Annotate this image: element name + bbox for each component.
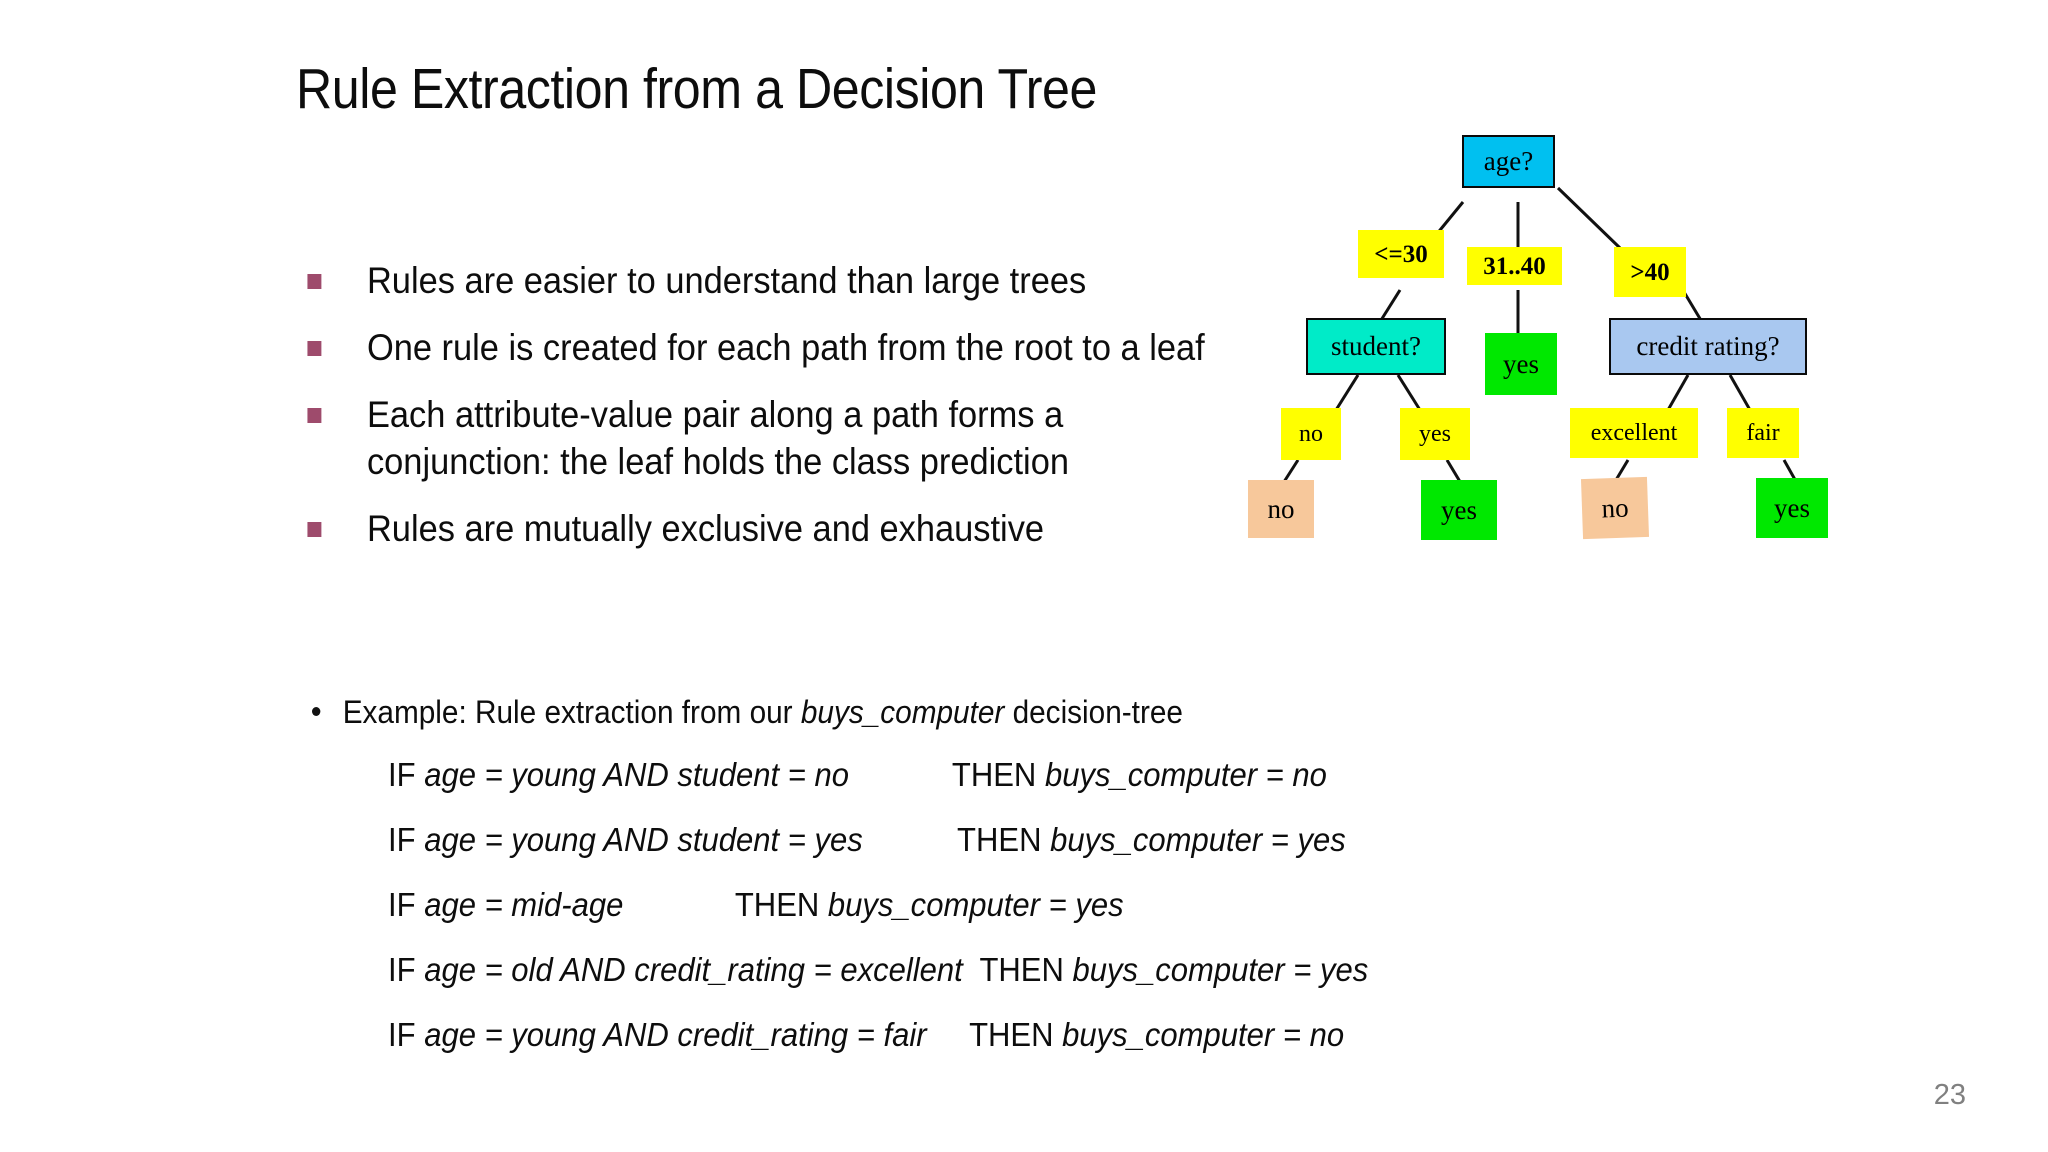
page-title: Rule Extraction from a Decision Tree — [296, 57, 1097, 121]
bullet-text: One rule is created for each path from t… — [366, 326, 1205, 368]
tree-leaf-yes-student-yes: yes — [1421, 480, 1497, 540]
square-bullet-icon — [307, 340, 322, 356]
tree-leaf-yes-midage: yes — [1485, 333, 1557, 395]
tree-node-age: age? — [1462, 135, 1555, 188]
tree-leaf-no-student-no: no — [1248, 480, 1314, 538]
tree-edge-label-text: excellent — [1590, 420, 1678, 446]
tree-node-label: age? — [1483, 146, 1534, 176]
bullet-list: Rules are easier to understand than larg… — [300, 258, 1310, 573]
rule-gap — [623, 886, 734, 923]
rule-antecedent: age = old AND credit_rating = excellent — [424, 951, 963, 988]
decision-tree-diagram: age? <=30 31..40 >40 student? yes credit… — [1240, 120, 1880, 540]
page-number: 23 — [1933, 1079, 1966, 1111]
tree-leaf-label: yes — [1774, 492, 1810, 523]
rule-consequent: buys_computer = no — [1044, 756, 1327, 793]
bullet-text: Rules are easier to understand than larg… — [366, 260, 1087, 301]
rule-then-label: THEN — [979, 951, 1073, 988]
rule-line: IF age = mid-age THEN buys_computer = ye… — [388, 888, 1563, 921]
example-suffix: decision-tree — [1004, 694, 1183, 730]
rule-then-label: THEN — [957, 821, 1051, 858]
rule-gap — [849, 756, 952, 793]
example-line: Example: Rule extraction from our buys_c… — [312, 694, 1183, 730]
rule-then-label: THEN — [734, 886, 828, 923]
tree-node-label: credit rating? — [1636, 331, 1780, 361]
rule-gap — [863, 821, 957, 858]
tree-edge-label-text: >40 — [1630, 258, 1670, 286]
bullet-text: Rules are mutually exclusive and exhaust… — [366, 507, 1045, 549]
square-bullet-icon — [307, 274, 322, 289]
rule-antecedent: age = young AND student = yes — [424, 821, 863, 858]
list-item: Rules are mutually exclusive and exhaust… — [300, 506, 1239, 553]
list-item: One rule is created for each path from t… — [300, 325, 1239, 372]
rule-line: IF age = young AND credit_rating = fair … — [388, 1018, 1563, 1051]
tree-edge-label-text: 31..40 — [1483, 252, 1546, 280]
rule-line: IF age = young AND student = no THEN buy… — [388, 758, 1563, 791]
tree-edge-label-lte30: <=30 — [1358, 230, 1444, 278]
tree-edge-label-text: <=30 — [1374, 240, 1428, 268]
round-bullet-icon — [312, 707, 321, 716]
tree-leaf-label: yes — [1503, 348, 1539, 379]
bullet-text: Each attribute-value pair along a path f… — [366, 393, 1069, 482]
tree-edge-label-student-yes: yes — [1400, 408, 1470, 460]
tree-leaf-yes-fair: yes — [1756, 478, 1828, 538]
square-bullet-icon — [307, 407, 322, 423]
tree-edge-label-text: yes — [1419, 421, 1451, 447]
tree-edge-label-student-no: no — [1281, 408, 1341, 460]
rule-then-label: THEN — [969, 1016, 1063, 1053]
rule-if-label: IF — [388, 951, 425, 988]
rule-line: IF age = old AND credit_rating = excelle… — [388, 953, 1563, 986]
list-item: Each attribute-value pair along a path f… — [300, 392, 1239, 486]
rule-consequent: buys_computer = yes — [1050, 821, 1346, 858]
rule-consequent: buys_computer = no — [1062, 1016, 1345, 1053]
tree-node-student: student? — [1306, 318, 1446, 375]
rule-line: IF age = young AND student = yes THEN bu… — [388, 823, 1563, 856]
rule-gap — [963, 951, 980, 988]
rule-antecedent: age = young AND student = no — [424, 756, 850, 793]
tree-leaf-label: no — [1600, 492, 1629, 523]
tree-leaf-no-excellent: no — [1580, 476, 1650, 540]
list-item: Rules are easier to understand than larg… — [300, 258, 1239, 305]
tree-edge-label-text: no — [1299, 421, 1323, 447]
rule-antecedent: age = young AND credit_rating = fair — [424, 1016, 927, 1053]
tree-edge-label-text: fair — [1746, 420, 1780, 446]
rule-consequent: buys_computer = yes — [1072, 951, 1369, 988]
square-bullet-icon — [307, 521, 322, 537]
rule-consequent: buys_computer = yes — [827, 886, 1124, 923]
example-prefix: Example: Rule extraction from our — [342, 694, 801, 730]
example-emphasis: buys_computer — [800, 694, 1005, 730]
rule-antecedent: age = mid-age — [424, 886, 624, 923]
tree-node-credit-rating: credit rating? — [1609, 318, 1807, 375]
tree-edge-label-31-40: 31..40 — [1467, 247, 1562, 285]
rule-if-label: IF — [388, 886, 425, 923]
rule-if-label: IF — [388, 756, 425, 793]
rule-if-label: IF — [388, 1016, 425, 1053]
tree-edge-label-excellent: excellent — [1570, 408, 1698, 458]
tree-edge-label-fair: fair — [1727, 408, 1799, 458]
tree-leaf-label: yes — [1441, 494, 1477, 525]
tree-node-label: student? — [1331, 331, 1421, 361]
rule-gap — [927, 1016, 970, 1053]
tree-edge-label-gt40: >40 — [1614, 247, 1686, 297]
rule-if-label: IF — [388, 821, 425, 858]
rule-then-label: THEN — [951, 756, 1045, 793]
rule-list: IF age = young AND student = no THEN buy… — [388, 758, 1638, 1083]
tree-leaf-label: no — [1267, 493, 1295, 524]
